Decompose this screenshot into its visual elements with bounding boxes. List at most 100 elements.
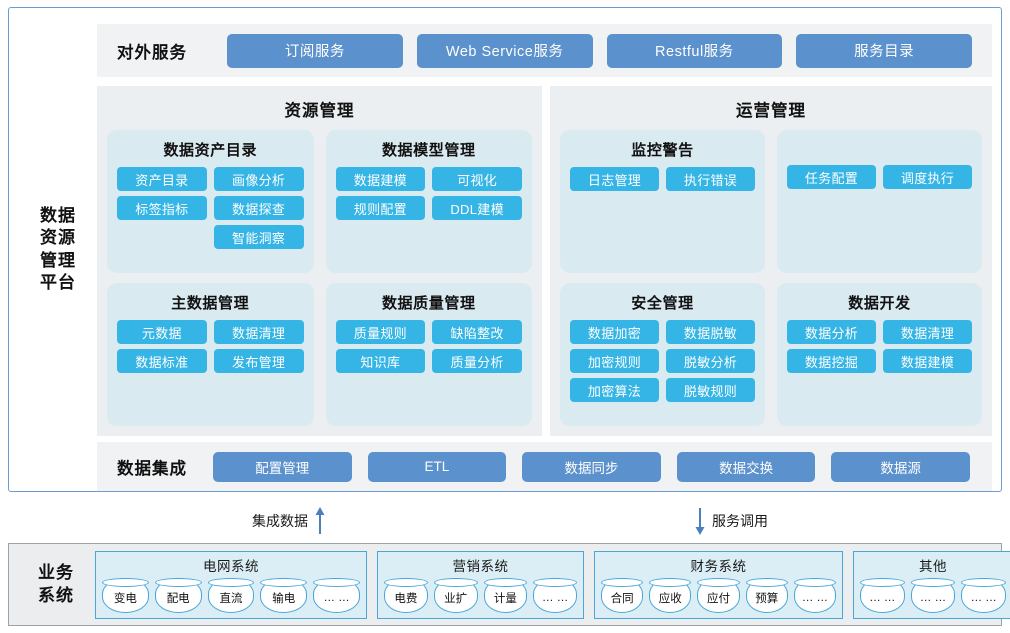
cylinder-label: … … — [970, 591, 997, 604]
system-group-title-other: 其他 — [919, 558, 947, 574]
database-cylinder-more-finance[interactable]: … … — [793, 577, 837, 613]
management-groups-area: 资源管理 数据资产目录 资产目录 画像分析 标签指标 数据探查 智能洞察 — [97, 86, 992, 436]
cylinder-label: 直流 — [219, 592, 243, 605]
flow-integrate-data: 集成数据 — [252, 507, 326, 535]
database-cylinder-substation[interactable]: 变电 — [102, 577, 149, 613]
chip-asset-catalog[interactable]: 资产目录 — [117, 167, 207, 191]
chip-data-exploration[interactable]: 数据探查 — [213, 196, 304, 220]
flow-arrows-row: 集成数据 服务调用 — [0, 498, 1010, 542]
chip-metadata[interactable]: 元数据 — [117, 320, 207, 344]
business-systems-side-label: 业务系统 — [38, 563, 74, 605]
flow-label-integrate-data: 集成数据 — [252, 513, 308, 529]
card-master-data-management: 主数据管理 元数据 数据清理 数据标准 发布管理 — [107, 283, 314, 426]
chip-log-management[interactable]: 日志管理 — [570, 167, 659, 191]
integration-button-data-sync[interactable]: 数据同步 — [522, 451, 661, 482]
cylinder-label: 预算 — [755, 592, 779, 605]
platform-container: 数据资源管理平台 对外服务 订阅服务 Web Service服务 Restful… — [8, 7, 1002, 492]
external-service-button-webservice[interactable]: Web Service服务 — [416, 33, 593, 68]
group-title-resource-management: 资源管理 — [284, 102, 355, 120]
chip-desensitization-rule[interactable]: 脱敏规则 — [666, 378, 755, 402]
chip-grid-data-asset-catalog: 资产目录 画像分析 标签指标 数据探查 智能洞察 — [117, 167, 304, 249]
cylinder-label: 业扩 — [444, 592, 468, 605]
database-cylinder-metering[interactable]: 计量 — [483, 577, 528, 613]
cylinder-label: … … — [801, 591, 829, 604]
system-group-title-power-grid: 电网系统 — [203, 558, 259, 574]
chip-grid-data-development: 数据分析 数据清理 数据挖掘 数据建模 — [787, 320, 972, 373]
chip-encryption-rule[interactable]: 加密规则 — [570, 349, 659, 373]
flow-label-service-invocation: 服务调用 — [712, 513, 768, 529]
external-service-button-restful[interactable]: Restful服务 — [606, 33, 783, 68]
chip-intelligent-insight[interactable]: 智能洞察 — [213, 225, 304, 249]
chip-publish-management[interactable]: 发布管理 — [213, 349, 304, 373]
cylinder-label: 输电 — [272, 592, 296, 605]
chip-data-encryption[interactable]: 数据加密 — [570, 320, 659, 344]
chip-data-cleaning-dev[interactable]: 数据清理 — [883, 320, 972, 344]
integration-button-data-exchange[interactable]: 数据交换 — [676, 451, 816, 482]
cylinder-label: 变电 — [113, 592, 137, 605]
cylinder-row-finance: 合同 应收 应付 预算 … … — [601, 577, 837, 613]
external-service-button-subscription[interactable]: 订阅服务 — [227, 33, 403, 68]
external-services-button-row: 订阅服务 Web Service服务 Restful服务 服务目录 — [227, 33, 980, 68]
database-cylinder-business-expansion[interactable]: 业扩 — [433, 577, 478, 613]
database-cylinder-distribution[interactable]: 配电 — [154, 577, 202, 613]
card-monitoring-alert: 监控警告 日志管理 执行错误 — [560, 130, 765, 273]
database-cylinder-dc[interactable]: 直流 — [207, 577, 255, 613]
database-cylinder-payable[interactable]: 应付 — [697, 577, 740, 613]
integration-button-etl[interactable]: ETL — [367, 451, 507, 482]
chip-grid-master-data-management: 元数据 数据清理 数据标准 发布管理 — [117, 320, 304, 373]
database-cylinder-more-marketing[interactable]: … … — [533, 577, 577, 613]
chip-data-cleaning-master[interactable]: 数据清理 — [213, 320, 304, 344]
system-group-title-finance: 财务系统 — [690, 558, 747, 574]
chip-defect-rectification[interactable]: 缺陷整改 — [432, 320, 522, 344]
cylinder-label: 应收 — [658, 592, 682, 605]
chip-task-configuration[interactable]: 任务配置 — [787, 165, 876, 189]
card-title-data-development: 数据开发 — [848, 295, 911, 312]
chip-quality-analysis[interactable]: 质量分析 — [432, 349, 522, 373]
chip-ddl-modeling[interactable]: DDL建模 — [432, 196, 522, 220]
chip-visualization[interactable]: 可视化 — [432, 167, 522, 191]
arrow-up-icon — [315, 507, 325, 534]
chip-grid-monitoring-alert: 日志管理 执行错误 — [570, 167, 755, 191]
chip-tag-indicator[interactable]: 标签指标 — [117, 196, 207, 220]
chip-data-modeling-dev[interactable]: 数据建模 — [883, 349, 972, 373]
chip-knowledge-base[interactable]: 知识库 — [335, 349, 426, 373]
group-panel-operation-management: 运营管理 监控警告 日志管理 执行错误 任务配置 调度执行 — [550, 86, 992, 436]
card-data-model-management: 数据模型管理 数据建模 可视化 规则配置 DDL建模 — [325, 130, 532, 273]
operation-management-card-grid: 监控警告 日志管理 执行错误 任务配置 调度执行 — [560, 130, 982, 426]
database-cylinder-other-2[interactable]: … … — [910, 577, 956, 613]
card-title-task-scheduling — [787, 139, 972, 158]
database-cylinder-contract[interactable]: 合同 — [601, 577, 644, 613]
chip-schedule-execution[interactable]: 调度执行 — [883, 165, 972, 189]
system-group-power-grid: 电网系统 变电 配电 直流 输电 … … — [95, 550, 367, 619]
cylinder-label: 配电 — [166, 592, 190, 605]
chip-data-standard[interactable]: 数据标准 — [117, 349, 207, 373]
external-service-button-service-catalog[interactable]: 服务目录 — [796, 33, 972, 68]
chip-data-analysis[interactable]: 数据分析 — [787, 320, 876, 344]
chip-quality-rule[interactable]: 质量规则 — [335, 320, 426, 344]
integration-button-data-source[interactable]: 数据源 — [831, 451, 970, 482]
chip-data-desensitization[interactable]: 数据脱敏 — [666, 320, 755, 344]
chip-encryption-algorithm[interactable]: 加密算法 — [570, 378, 659, 402]
database-cylinder-more-power-grid[interactable]: … … — [313, 577, 360, 613]
database-cylinder-receivable[interactable]: 应收 — [649, 577, 692, 613]
card-title-master-data-management: 主数据管理 — [171, 295, 250, 312]
cylinder-label: 计量 — [493, 592, 517, 605]
database-cylinder-electricity-fee[interactable]: 电费 — [384, 577, 428, 613]
database-cylinder-budget[interactable]: 预算 — [745, 577, 789, 613]
chip-data-mining[interactable]: 数据挖掘 — [787, 349, 876, 373]
chip-rule-configuration[interactable]: 规则配置 — [335, 196, 426, 220]
system-group-marketing: 营销系统 电费 业扩 计量 … … — [377, 550, 584, 619]
database-cylinder-transmission[interactable]: 输电 — [260, 577, 308, 613]
cylinder-label: 应付 — [707, 592, 730, 605]
chip-portrait-analysis[interactable]: 画像分析 — [213, 167, 304, 191]
chip-execution-error[interactable]: 执行错误 — [666, 167, 755, 191]
database-cylinder-other-1[interactable]: … … — [860, 577, 905, 613]
resource-management-card-grid: 数据资产目录 资产目录 画像分析 标签指标 数据探查 智能洞察 数据模型管理 数… — [107, 130, 532, 426]
platform-side-label: 数据资源管理平台 — [40, 205, 76, 292]
integration-button-config-management[interactable]: 配置管理 — [213, 451, 352, 482]
database-cylinder-other-3[interactable]: … … — [961, 577, 1007, 613]
card-security-management: 安全管理 数据加密 数据脱敏 加密规则 脱敏分析 加密算法 脱敏规则 — [560, 283, 765, 426]
chip-data-modeling[interactable]: 数据建模 — [335, 167, 426, 191]
chip-desensitization-analysis[interactable]: 脱敏分析 — [666, 349, 755, 373]
cylinder-row-other: … … … … … … — [860, 577, 1007, 613]
